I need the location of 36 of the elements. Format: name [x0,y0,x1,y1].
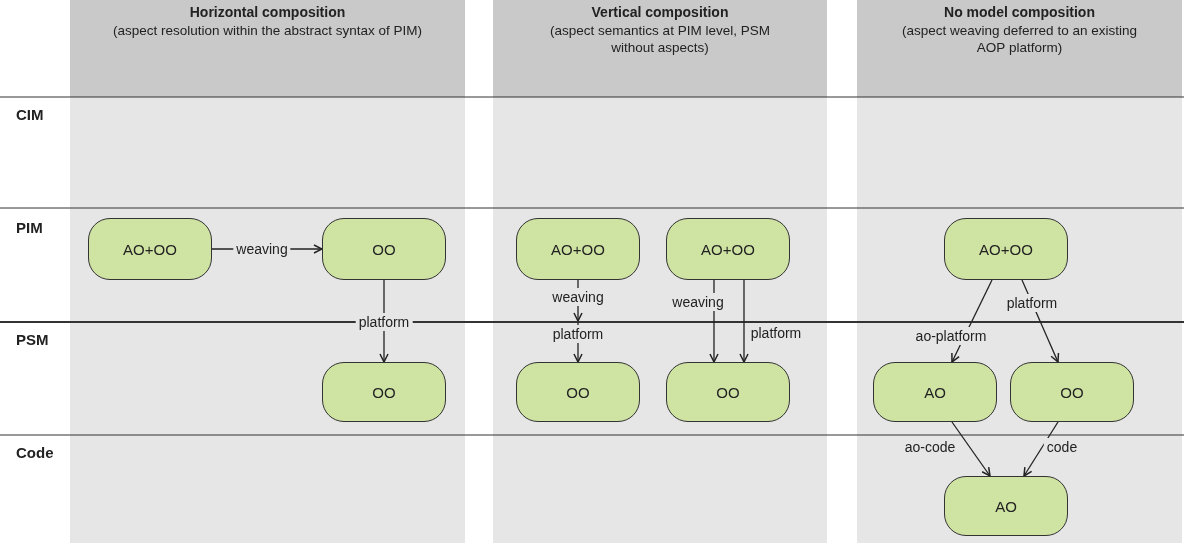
model-box: AO+OO [516,218,640,280]
column-panel [857,0,1182,543]
column-heading: Horizontal composition [188,4,347,20]
model-box: OO [516,362,640,422]
arrow [211,244,323,254]
model-box: OO [322,362,446,422]
column-panel [493,0,827,543]
model-box: OO [322,218,446,280]
row-label: PIM [16,219,43,236]
arrow [1023,421,1059,477]
arrow [573,279,583,322]
arrow [1021,279,1060,363]
arrow [379,279,389,363]
model-box: OO [1010,362,1134,422]
model-box: AO+OO [666,218,790,280]
model-box: OO [666,362,790,422]
column-description: (aspect weaving deferred to an existing AOP platform) [901,22,1138,56]
model-box: AO [944,476,1068,536]
edge-label: weaving [233,240,291,258]
row-label: Code [16,444,54,461]
row-label: PSM [16,331,49,348]
edge-label: platform [355,313,413,331]
row-label: CIM [16,106,44,123]
column-description: (aspect semantics at PIM level, PSM without aspects) [549,22,771,56]
arrow [951,279,993,363]
model-box: AO+OO [944,218,1068,280]
model-box: AO [873,362,997,422]
arrow [739,279,749,363]
column-heading: Vertical composition [590,4,730,20]
model-box: AO+OO [88,218,212,280]
column-description: (aspect resolution within the abstract syntax of PIM) [111,22,424,39]
column-panel [70,0,465,543]
arrow [709,279,719,363]
arrow [573,322,583,363]
column-heading: No model composition [943,4,1096,20]
arrow [951,421,991,477]
